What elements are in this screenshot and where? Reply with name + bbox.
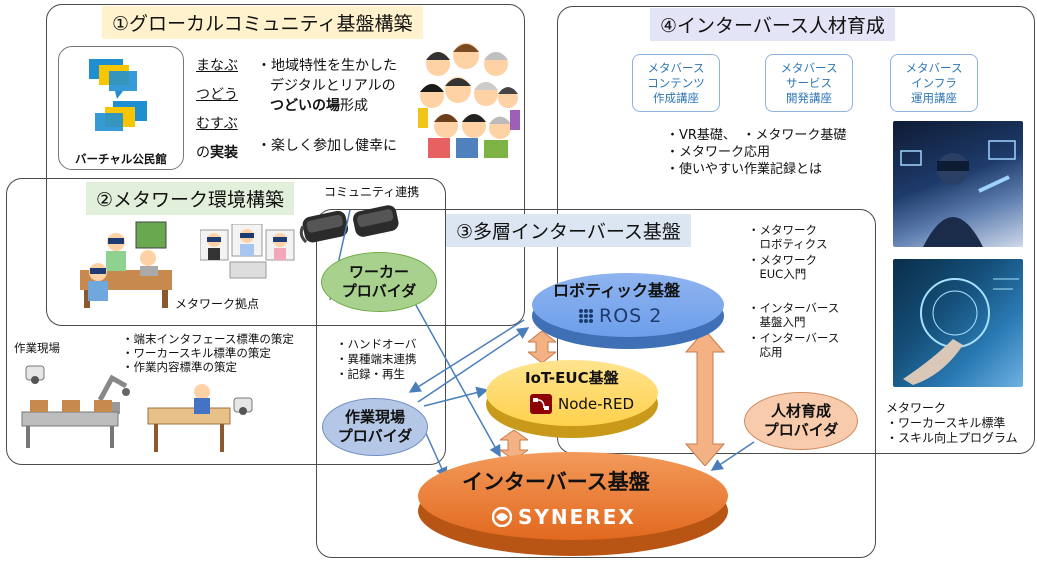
metawork-base-illustration-icon [80,221,172,308]
course-contents-line2: コンテンツ [647,76,705,90]
course-service: メタバース サービス 開発講座 [765,54,853,112]
iot-disc [486,360,658,426]
crowd-illustration-icon [418,43,520,158]
verb-suffix-pre: の [196,145,210,161]
p1-bullet1-line2: デジタルとリアルの [270,78,396,94]
synerex-icon [492,507,512,527]
course-service-line1: メタバース [780,61,838,75]
iot-label: IoT-EUC基盤 [525,369,619,387]
p4-side-8: 応用 [748,345,783,359]
panel3-title: ③多層インターバース基盤 [446,214,691,247]
handover-3: ・記録・再生 [336,367,405,381]
work-site-illustration-icon [21,365,253,452]
course-infra: メタバース インフラ 運用講座 [890,54,978,112]
verb-manabu: まなぶ [196,58,238,74]
vr-goggles-icon [299,205,399,244]
course-contents-line3: 作成講座 [653,91,699,105]
panel-metawork-env [6,178,446,465]
vertical-double-arrow [684,330,726,466]
p4-bullet2: ・メタワーク応用 [666,145,771,160]
panel2-title: ②メタワーク環境構築 [86,182,295,215]
standard-3: ・作業内容標準の策定 [122,360,237,374]
site-provider: 作業現場 プロバイダ [322,398,428,456]
p4-side-3: ・メタワーク [748,253,817,267]
verb-musubu: むすぶ [196,116,238,132]
hr-provider-line2: プロバイダ [763,421,839,439]
course-infra-line3: 運用講座 [911,91,957,105]
site-provider-line2: プロバイダ [337,427,413,445]
handover-2: ・異種端末連携 [336,352,417,366]
nodered-label: Node-RED [558,395,635,413]
ros-logo: ROS 2 [578,305,662,327]
worker-provider: ワーカー プロバイダ [321,252,437,312]
p4-side-4: EUC入門 [748,267,807,281]
chat-bubbles-icon [89,59,147,131]
p4-side-1: ・メタワーク [748,223,817,237]
course-contents-line1: メタバース [647,61,705,75]
ros-label: ROS 2 [599,305,663,327]
p4-side-2: ロボティクス [748,237,828,251]
robotics-disc [532,273,724,337]
worker-provider-line1: ワーカー [348,263,409,281]
verb-tsudou: つどう [196,87,238,103]
course-infra-line2: インフラ [911,76,957,90]
synerex-logo: SYNEREX [492,505,636,529]
standard-2: ・ワーカースキル標準の策定 [122,346,271,360]
arrow-iot-interverse [500,430,528,460]
p4-side-5: ・インターバース [748,301,840,315]
nodered-logo: Node-RED [530,394,634,414]
digital-hand-photo [893,259,1023,387]
panel1-title: ①グローカルコミュニティ基盤構築 [102,6,423,39]
p1-bullet1-line1: ・地域特性を生かした [257,58,397,74]
nodered-icon [530,394,552,414]
course-infra-line1: メタバース [905,61,963,75]
interverse-disc [418,452,728,540]
p4-footer-3: ・スキル向上プログラム [886,431,1018,445]
logo-label: バーチャル公民館 [75,152,167,166]
verb-suffix: の実装 [196,145,238,161]
panel-multilayer-interverse [316,209,876,558]
community-label: コミュニティ連携 [324,185,420,199]
course-contents: メタバース コンテンツ 作成講座 [632,54,720,112]
interverse-label: インターバース基盤 [462,470,650,494]
p1-bullet1-tail: 形成 [340,98,368,114]
p4-footer-1: メタワーク [886,401,947,415]
hr-provider-line1: 人材育成 [770,402,831,420]
robotics-label: ロボティック基盤 [553,281,681,300]
p4-side-6: 基盤入門 [748,315,806,329]
site-label: 作業現場 [14,341,60,355]
ros-dots-icon [579,309,593,323]
vr-person-icon [900,140,1016,247]
p1-bullet2: ・楽しく参加し健幸に [257,138,397,154]
course-service-line3: 開発講座 [786,91,832,105]
site-provider-line1: 作業現場 [344,408,405,426]
synerex-label: SYNEREX [518,505,636,529]
hr-provider: 人材育成 プロバイダ [744,392,858,450]
p4-bullet3: ・使いやすい作業記録とは [666,162,823,177]
standard-1: ・端末インタフェース標準の策定 [122,332,294,346]
verb-suffix-bold: 実装 [210,145,238,161]
p1-bullet1-line3: つどいの場形成 [270,98,368,114]
p4-side-7: ・インターバース [748,331,840,345]
p4-bullet1: ・VR基礎、 ・メタワーク基礎 [666,128,847,143]
digital-hand-icon [903,278,1019,385]
course-service-line2: サービス [786,76,832,90]
virtual-kominkan-logo: バーチャル公民館 [58,46,184,170]
base-label: メタワーク拠点 [175,297,260,311]
arrow-robotics-iot [528,331,556,363]
handover-1: ・ハンドオーバ [336,337,417,351]
worker-provider-line2: プロバイダ [341,282,417,300]
panel-glocal-community [46,4,525,326]
p4-footer-2: ・ワーカースキル標準 [886,416,1006,430]
video-conference-illustration-icon [200,224,295,279]
panel4-title: ④インターバース人材育成 [650,8,895,41]
p1-bullet1-bold: つどいの場 [270,98,340,114]
vr-person-photo [893,121,1023,247]
